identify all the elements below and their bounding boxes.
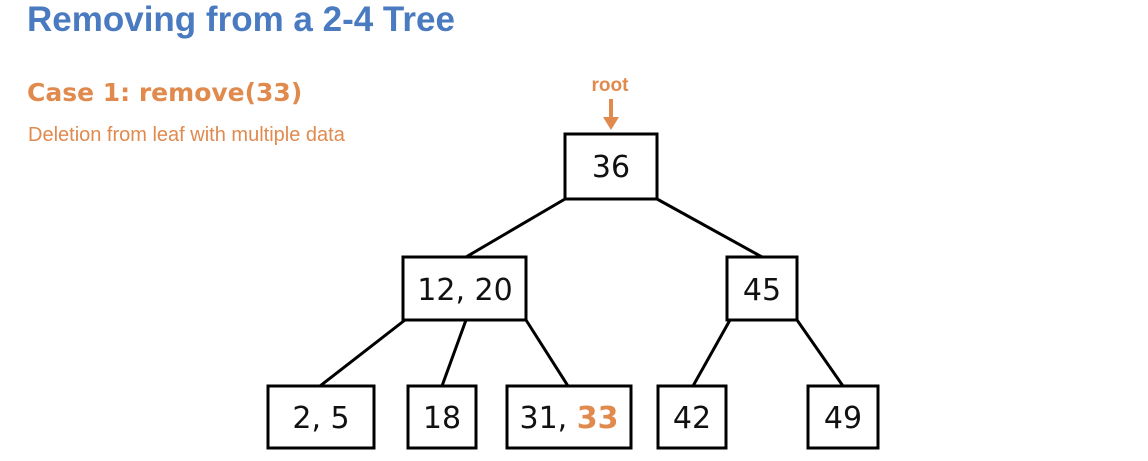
tree-node-root: 36 <box>563 132 659 201</box>
node-key: 45 <box>743 273 781 308</box>
edge-45-to-49 <box>795 319 845 387</box>
tree-leaf-42: 42 <box>656 384 728 450</box>
svg-text:2, 5: 2, 5 <box>292 401 349 436</box>
node-key: 49 <box>824 401 862 436</box>
svg-text:31, 33: 31, 33 <box>519 401 618 436</box>
tree-leaf-49: 49 <box>806 384 880 450</box>
edge-12-20-to-2-5 <box>319 318 406 388</box>
tree-node-45: 45 <box>725 255 799 322</box>
case-subtitle: Deletion from leaf with multiple data <box>28 124 345 146</box>
root-arrow-icon <box>603 99 619 130</box>
case-title: Case 1: remove(33) <box>27 78 303 107</box>
tree-leaf-18: 18 <box>406 384 478 450</box>
node-key: 42 <box>673 401 711 436</box>
highlighted-key: 33 <box>577 401 619 436</box>
node-key: 2 <box>292 401 311 436</box>
svg-text:12, 20: 12, 20 <box>417 273 512 308</box>
root-label: root <box>592 75 630 96</box>
edge-12-20-to-18 <box>440 319 468 387</box>
tree-leaf-2-5: 2, 5 <box>266 384 376 450</box>
node-key: 36 <box>592 150 630 185</box>
edge-36-to-12-20 <box>465 197 566 259</box>
edge-36-to-45 <box>656 197 763 259</box>
tree-node-12-20: 12, 20 <box>401 255 528 322</box>
node-key: 20 <box>475 273 513 308</box>
node-key: 18 <box>423 401 461 436</box>
slide-title: Removing from a 2-4 Tree <box>27 0 455 39</box>
edge-12-20-to-31-33 <box>524 319 570 387</box>
node-key: 12 <box>417 273 455 308</box>
tree-leaf-31-33: 31, 33 <box>505 384 633 450</box>
edge-45-to-42 <box>691 319 732 387</box>
node-key: 31 <box>519 401 557 436</box>
node-key: 5 <box>331 401 350 436</box>
